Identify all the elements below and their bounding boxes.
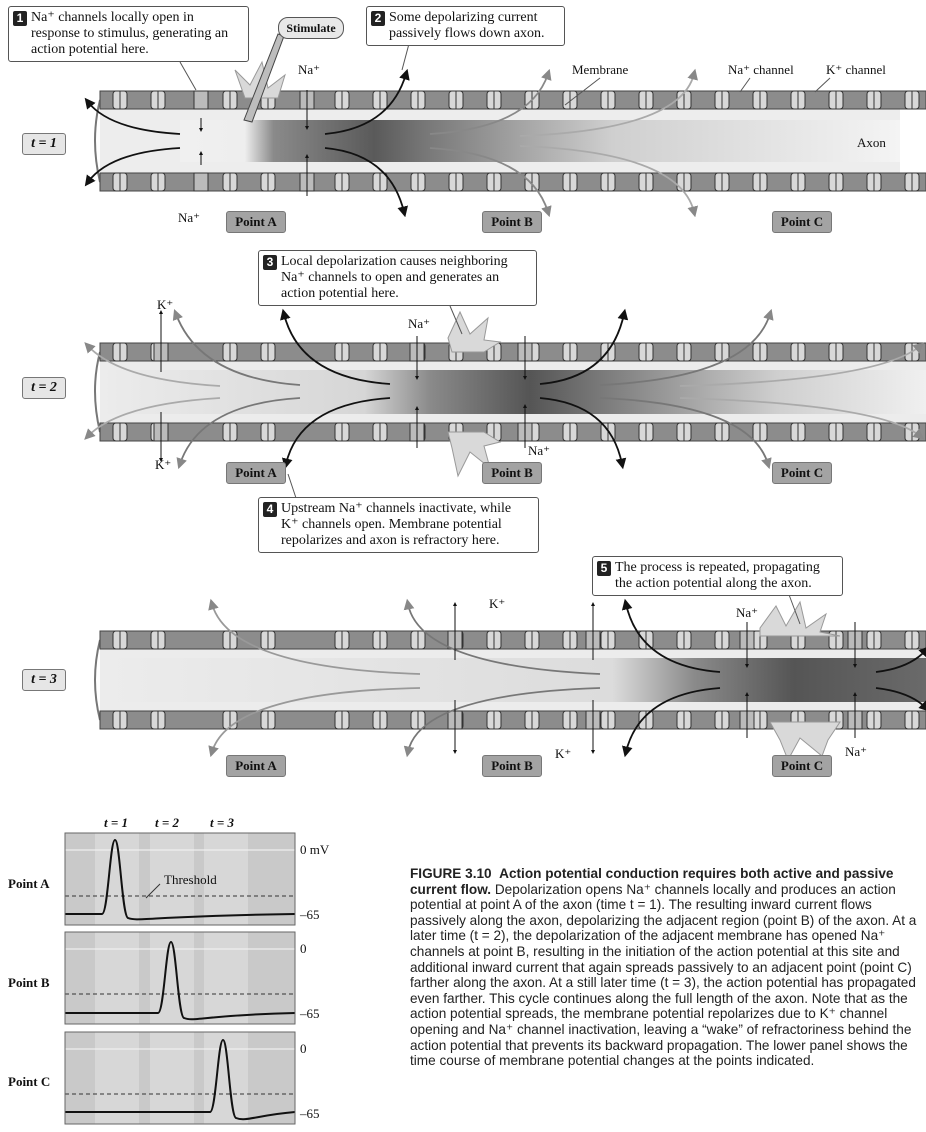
tick-zero-b: 0 [300,941,307,956]
threshold-label: Threshold [164,872,217,887]
membrane-label: Membrane [572,62,629,77]
point-c-t1: Point C [772,211,832,233]
na-label: Na⁺ [736,605,759,620]
time-label-t2: t = 2 [22,377,66,399]
k-label: K⁺ [555,746,572,761]
tick-rest-c: –65 [300,1106,320,1121]
graph-header-t3: t = 3 [210,815,235,830]
na-label: Na⁺ [408,316,431,331]
graph-row-point-a: Point A [8,876,50,891]
axon-t1 [84,33,926,218]
stimulate-label: Stimulate [278,17,344,39]
graph-point-c [64,1031,296,1125]
graph-point-a [64,832,296,926]
callout-text: Upstream Na⁺ channels inactivate, while … [281,501,512,548]
callout-text: Local depolarization causes neighboring … [281,254,508,301]
na-label: Na⁺ [178,210,201,225]
depolarization-burst-t3 [759,600,841,637]
point-c-t2: Point C [772,462,832,484]
k-channel-label: K⁺ channel [826,62,886,77]
graph-header-t2: t = 2 [155,815,180,830]
point-b-t1: Point B [482,211,542,233]
callout-text: Na⁺ channels locally open in response to… [31,10,229,57]
tick-rest-a: –65 [300,907,320,922]
callout-number: 2 [371,11,385,26]
na-label: Na⁺ [298,62,321,77]
graph-header-t1: t = 1 [104,815,129,830]
na-label: Na⁺ [845,744,868,759]
point-b-t2: Point B [482,462,542,484]
depolarization-burst-t2 [447,310,502,353]
callout-number: 1 [13,11,27,26]
callout-number: 5 [597,561,611,576]
point-a-t2: Point A [226,462,286,484]
k-label: K⁺ [489,596,506,611]
depolarization-burst-t3-bottom [769,721,841,762]
caption-lead: Action potential conduction requires bot… [410,866,894,897]
graph-point-b [64,931,296,1025]
na-label: Na⁺ [528,443,551,458]
potential-graphs [64,832,296,1125]
axon-diagram [84,33,926,762]
caption-body: Depolarization opens Na⁺ channels locall… [410,881,917,1069]
point-a-t3: Point A [226,755,286,777]
figure-number: FIGURE 3.10 [410,866,492,881]
callout-number: 3 [263,255,277,270]
callout-2: 2 Some depolarizing current passively fl… [366,6,565,46]
threshold-leader [145,883,161,899]
time-label-t3: t = 3 [22,669,66,691]
callout-4: 4 Upstream Na⁺ channels inactivate, whil… [258,497,539,553]
tick-rest-b: –65 [300,1006,320,1021]
callout-1: 1 Na⁺ channels locally open in response … [8,6,249,62]
axon-t2 [84,305,926,499]
graph-row-point-c: Point C [8,1074,51,1089]
k-label: K⁺ [157,297,174,312]
point-c-t3: Point C [772,755,832,777]
callout-text: Some depolarizing current passively flow… [389,10,545,41]
na-channel-label: Na⁺ channel [728,62,794,77]
point-a-t1: Point A [226,211,286,233]
callout-5: 5 The process is repeated, propagating t… [592,556,843,596]
time-label-t1: t = 1 [22,133,66,155]
axon-t3 [94,591,926,762]
callout-text: The process is repeated, propagating the… [615,560,820,591]
figure-caption: FIGURE 3.10 Action potential conduction … [410,866,926,1069]
tick-zero-c: 0 [300,1041,307,1056]
axon-label: Axon [857,135,886,150]
k-label: K⁺ [155,457,172,472]
graph-row-point-b: Point B [8,975,50,990]
tick-0mv: 0 mV [300,842,330,857]
point-b-t3: Point B [482,755,542,777]
callout-3: 3 Local depolarization causes neighborin… [258,250,537,306]
callout-number: 4 [263,502,277,517]
